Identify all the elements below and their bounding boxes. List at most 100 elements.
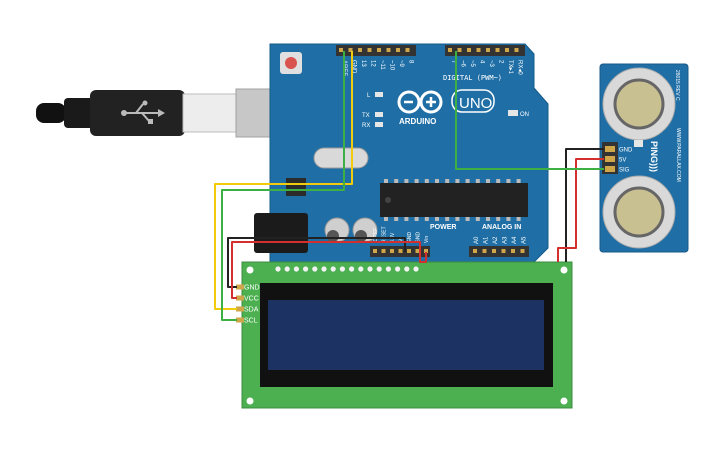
lcd-pad: [293, 266, 299, 272]
wire-lcd-vcc[interactable]: [231, 241, 427, 299]
analog-pin-0[interactable]: [473, 249, 477, 253]
analog-pin-label: A0: [474, 236, 480, 244]
sensor-name: PING))): [649, 141, 659, 172]
digital-pin-2[interactable]: [358, 48, 362, 52]
digital-pin-15[interactable]: [514, 48, 519, 52]
digital-pin-11[interactable]: [476, 48, 481, 52]
transducer-bottom-mesh: [613, 186, 665, 238]
digital-pin-label: 4: [479, 60, 485, 64]
wire-sensor-gnd[interactable]: [565, 148, 604, 262]
mount-hole-tl: [246, 266, 254, 274]
led-rx-label: RX: [362, 123, 370, 129]
uno-badge: [451, 89, 495, 113]
power-pin-0[interactable]: [373, 249, 377, 253]
digital-pin-5[interactable]: [386, 48, 391, 52]
power-label: POWER: [430, 224, 456, 231]
wire-sensor-5v[interactable]: [557, 158, 604, 262]
sensor-pin-2[interactable]: [605, 166, 615, 172]
power-jack: [254, 213, 308, 253]
digital-pin-0[interactable]: [339, 48, 343, 52]
digital-pin-8[interactable]: [448, 48, 452, 52]
lcd-pin-3[interactable]: [236, 317, 244, 323]
digital-pin-3[interactable]: [367, 48, 372, 52]
chip-pin: [404, 216, 409, 221]
lcd-pad: [312, 266, 318, 272]
chip-pin: [384, 179, 388, 184]
capacitor-1-cap: [327, 230, 339, 242]
digital-pin-label: 13: [360, 60, 366, 67]
lcd-pad: [404, 266, 410, 272]
lcd-pin-1[interactable]: [236, 295, 244, 301]
digital-pin-13[interactable]: [495, 48, 500, 52]
digital-pin-4[interactable]: [377, 48, 381, 52]
analog-header: [469, 246, 529, 257]
lcd-screen: [268, 300, 544, 370]
mount-hole-tr: [560, 266, 568, 274]
sensor-pin-0[interactable]: [605, 146, 615, 152]
usb-cable-end: [36, 103, 66, 123]
arduino-brand: ARDUINO: [399, 117, 436, 126]
lcd-parallel-pads: [275, 266, 419, 272]
digital-pin-label: RX◂0: [517, 60, 523, 75]
mount-hole-bl: [246, 397, 254, 405]
chip-pin: [394, 179, 399, 184]
power-pin-3[interactable]: [398, 249, 403, 253]
analog-pin-5[interactable]: [520, 249, 525, 253]
power-pin-4[interactable]: [407, 249, 411, 253]
chip-pin: [445, 179, 450, 184]
led-l: [375, 92, 383, 97]
analog-pin-label: A2: [493, 236, 499, 244]
crystal-oscillator: [313, 147, 369, 169]
digital-pin-10[interactable]: [467, 48, 471, 52]
usb-cable-strain: [64, 98, 94, 128]
lcd-pad: [330, 266, 336, 272]
chip-pin: [404, 179, 409, 184]
chip-pin: [465, 216, 470, 221]
digital-pin-1[interactable]: [348, 48, 353, 52]
analog-pin-1[interactable]: [482, 249, 487, 253]
led-on-label: ON: [520, 112, 529, 118]
lcd-pad: [321, 266, 327, 272]
analog-pin-4[interactable]: [511, 249, 515, 253]
wires: [214, 51, 604, 321]
lcd-pin-2[interactable]: [236, 306, 244, 312]
wire-lcd-scl[interactable]: [221, 51, 345, 321]
digital-pin-14[interactable]: [505, 48, 509, 52]
digital-pin-label: ~10: [389, 60, 395, 71]
digital-pin-label: ~3: [488, 60, 494, 68]
digital-pin-label: 12: [370, 60, 376, 67]
lcd-pad: [358, 266, 364, 272]
chip-pin: [435, 179, 439, 184]
lcd-pin-label: SCL: [244, 318, 258, 325]
lcd-pin-0[interactable]: [236, 284, 244, 290]
chip-pin: [486, 216, 490, 221]
digital-pin-6[interactable]: [396, 48, 400, 52]
chip-pin: [455, 179, 460, 184]
sensor-pin-1[interactable]: [605, 156, 615, 162]
power-pin-6[interactable]: [424, 249, 428, 253]
analog-label: ANALOG IN: [482, 224, 521, 231]
chip-pin: [384, 216, 388, 221]
digital-pin-12[interactable]: [486, 48, 490, 52]
digital-pin-9[interactable]: [457, 48, 462, 52]
digital-pin-label: 7: [450, 60, 456, 64]
power-pin-2[interactable]: [390, 249, 394, 253]
bottom-header: [370, 246, 529, 257]
digital-pin-7[interactable]: [405, 48, 410, 52]
analog-pin-3[interactable]: [501, 249, 506, 253]
chip-pin: [435, 216, 439, 221]
lcd-pad: [275, 266, 281, 272]
power-pin-1[interactable]: [381, 249, 386, 253]
wire-sensor-sig[interactable]: [455, 51, 604, 170]
chip-pin: [475, 216, 480, 221]
sensor-url: WWW.PARALLAX.COM: [675, 128, 681, 182]
power-pin-5[interactable]: [415, 249, 420, 253]
analog-pin-2[interactable]: [492, 249, 496, 253]
sensor-led: [634, 140, 643, 147]
analog-pin-label: A3: [503, 236, 509, 244]
